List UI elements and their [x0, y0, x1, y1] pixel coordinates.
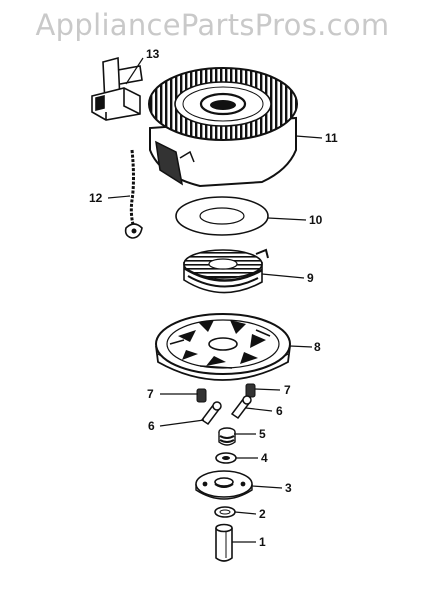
callout-13: 13: [146, 47, 160, 61]
part-2-washer: [214, 506, 236, 518]
callout-2: 2: [259, 507, 266, 521]
callout-8: 8: [314, 340, 321, 354]
callout-3: 3: [285, 481, 292, 495]
part-8-pulley: [155, 313, 291, 381]
part-4-washer: [215, 452, 237, 464]
part-10-washer: [175, 196, 269, 236]
part-9-spring: [183, 248, 269, 294]
callout-7-left: 7: [147, 387, 154, 401]
callout-6-left: 6: [148, 419, 155, 433]
part-12-rope: [124, 149, 143, 239]
callout-12: 12: [89, 191, 103, 205]
callout-9: 9: [307, 271, 314, 285]
part-5-spring: [218, 427, 236, 446]
part-1-pin: [215, 523, 233, 562]
callout-6-right: 6: [276, 404, 283, 418]
callout-4: 4: [261, 451, 268, 465]
callout-5: 5: [259, 427, 266, 441]
part-7-springs: [196, 383, 256, 403]
part-3-retainer: [195, 470, 253, 500]
leader-lines: [107, 57, 323, 543]
part-11-housing: [148, 67, 298, 188]
callout-7-right: 7: [284, 383, 291, 397]
callout-10: 10: [309, 213, 323, 227]
part-13-handle: [91, 56, 143, 121]
callout-1: 1: [259, 535, 266, 549]
callout-11: 11: [325, 131, 338, 145]
watermark-text: AppliancePartsPros.com: [35, 8, 390, 42]
part-6-dogs: [200, 395, 252, 426]
